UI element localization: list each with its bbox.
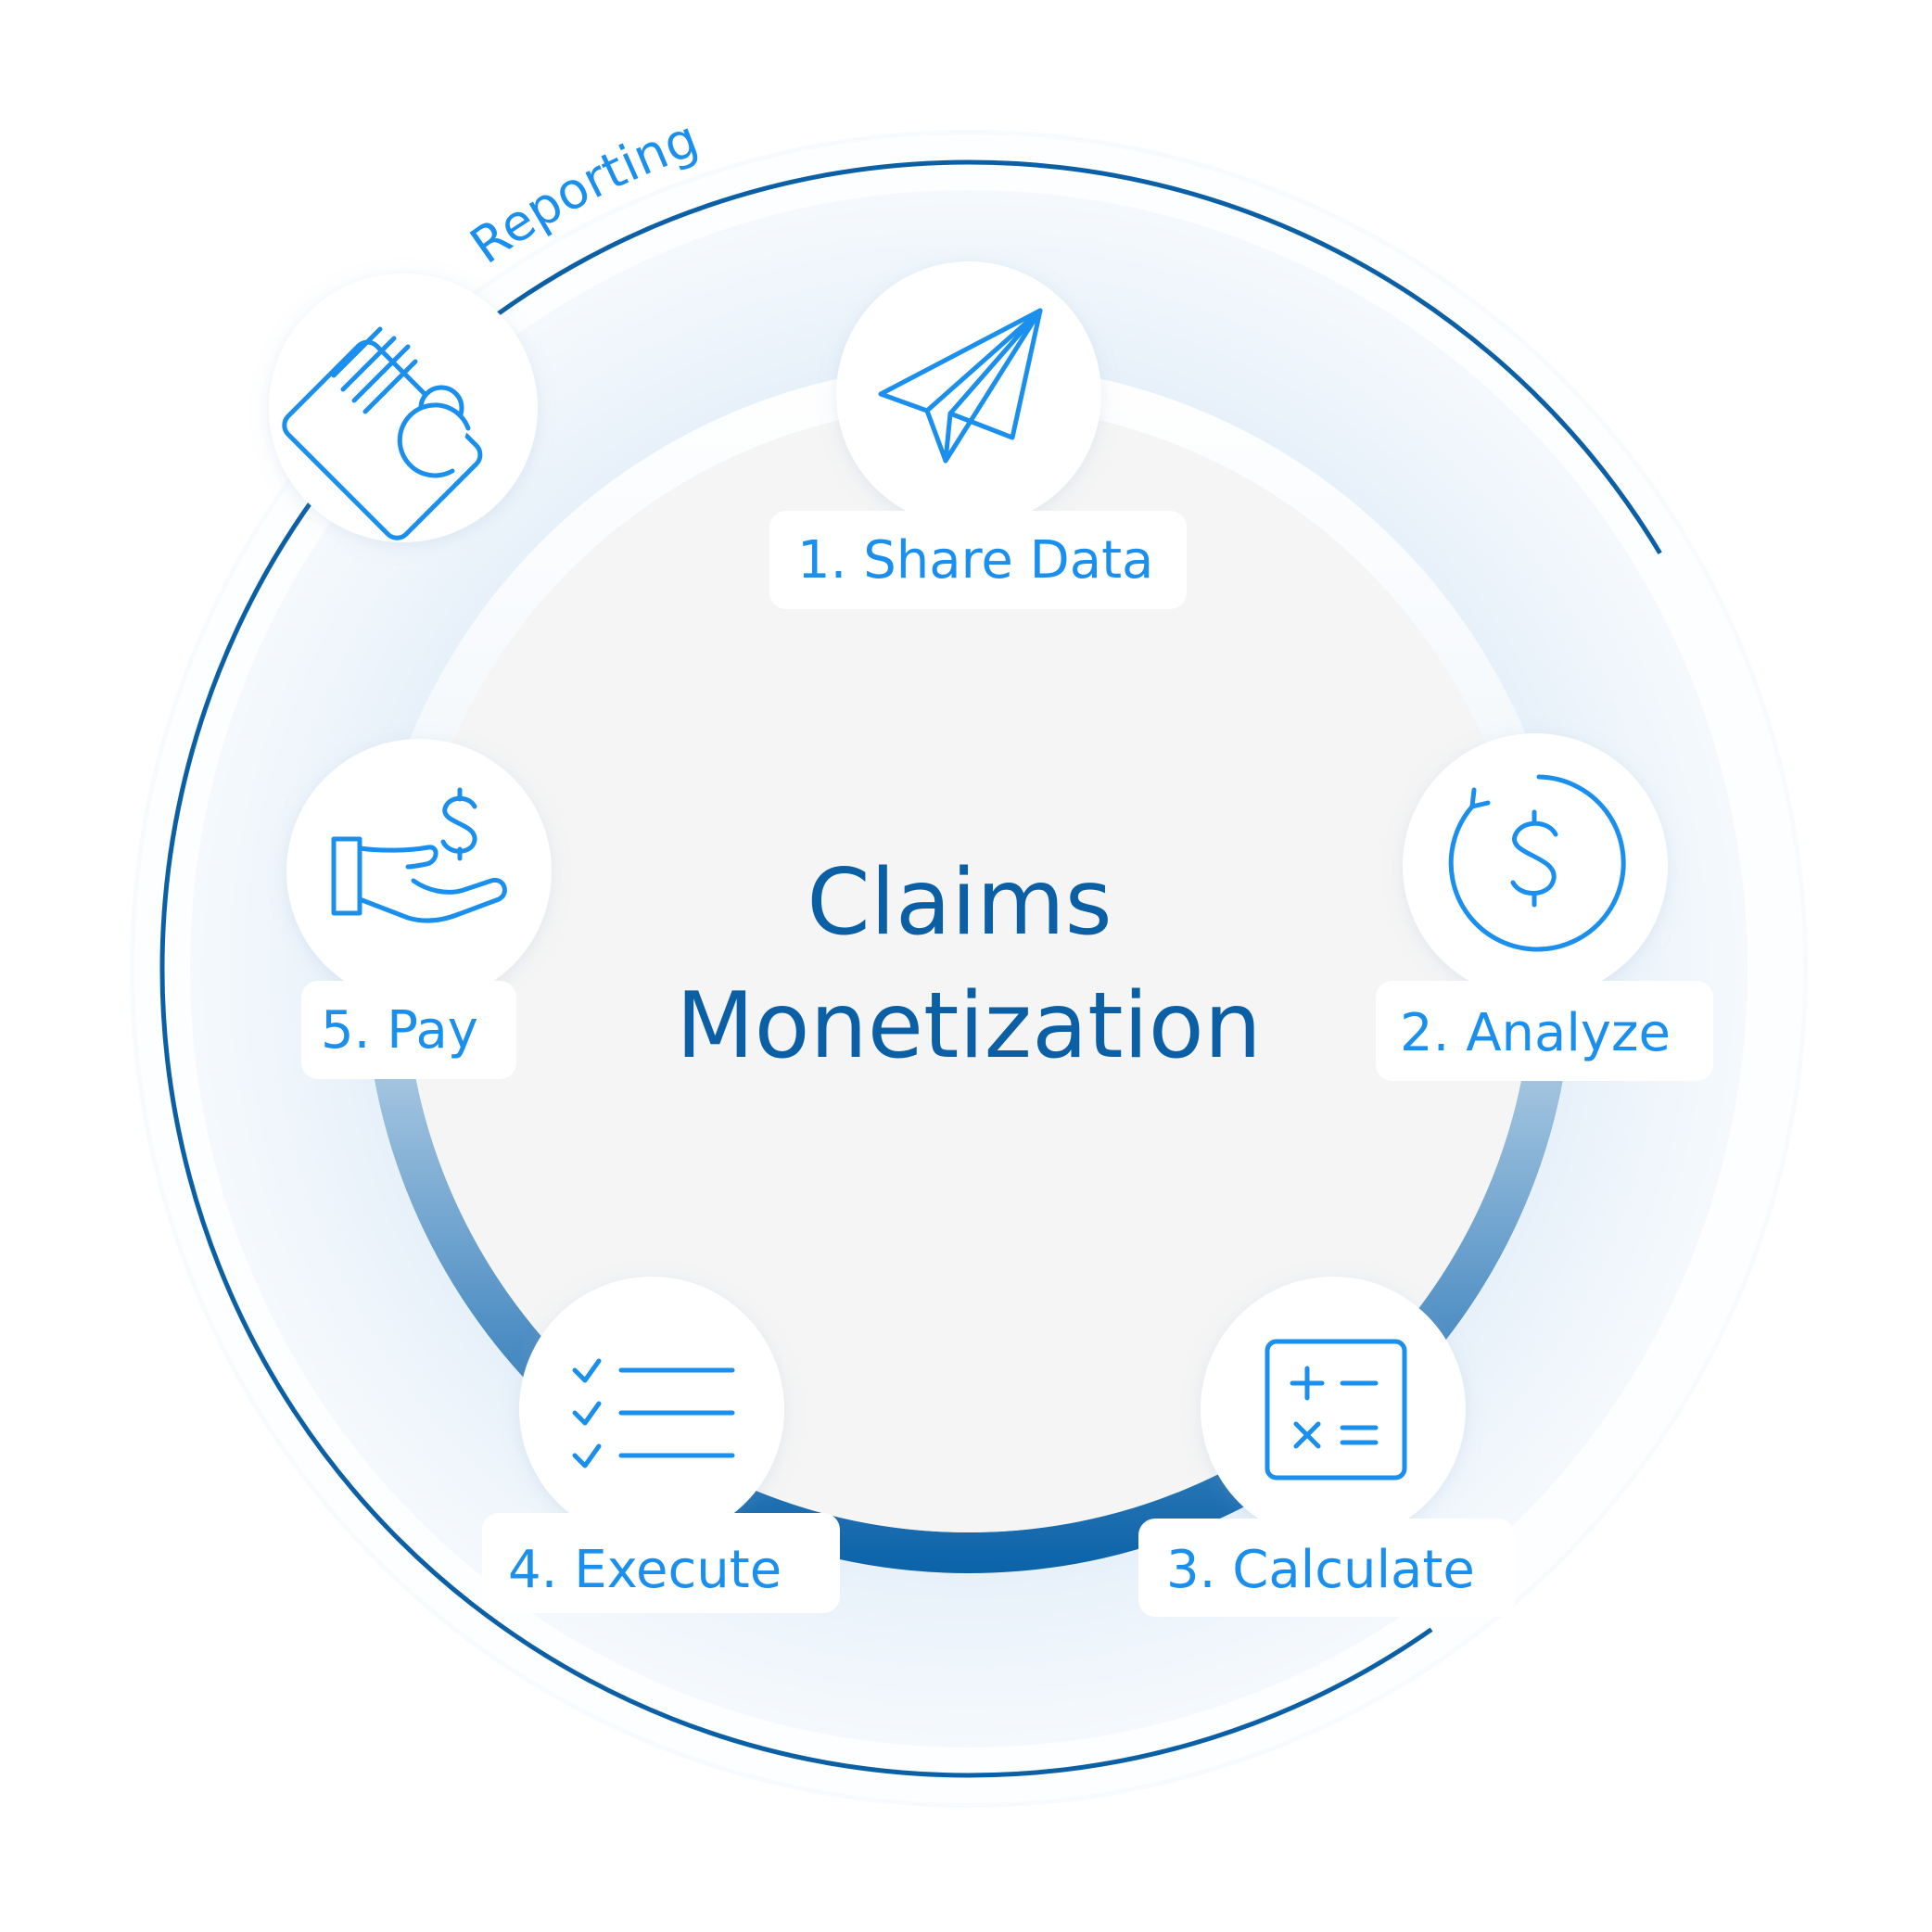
- reporting-badge: [269, 273, 538, 542]
- report-document-person-icon: [282, 326, 483, 540]
- step-share-data[interactable]: 1. Share Data: [769, 261, 1187, 609]
- center-disc: [405, 405, 1532, 1532]
- step-analyze[interactable]: 2. Analyze: [1376, 733, 1713, 1081]
- hand-dollar-icon: [331, 787, 507, 923]
- outer-ring: [159, 159, 1778, 1778]
- checklist-icon: [572, 1358, 735, 1468]
- step-label-calculate: 3. Calculate: [1166, 1540, 1475, 1600]
- center-title-line2: Monetization: [676, 973, 1262, 1079]
- step-label-share-data: 1. Share Data: [797, 530, 1153, 591]
- step-execute[interactable]: 4. Execute: [482, 1277, 840, 1613]
- center-title-line1: Claims: [807, 850, 1112, 956]
- step-pay[interactable]: 5. Pay: [286, 739, 552, 1079]
- step-label-pay: 5. Pay: [321, 1000, 478, 1061]
- paper-plane-icon: [878, 308, 1043, 464]
- dollar-cycle-icon: [1448, 774, 1626, 952]
- step-calculate[interactable]: 3. Calculate: [1138, 1277, 1515, 1617]
- step-label-execute: 4. Execute: [508, 1540, 782, 1600]
- calculator-icon: [1265, 1339, 1407, 1481]
- step-label-analyze: 2. Analyze: [1400, 1003, 1671, 1063]
